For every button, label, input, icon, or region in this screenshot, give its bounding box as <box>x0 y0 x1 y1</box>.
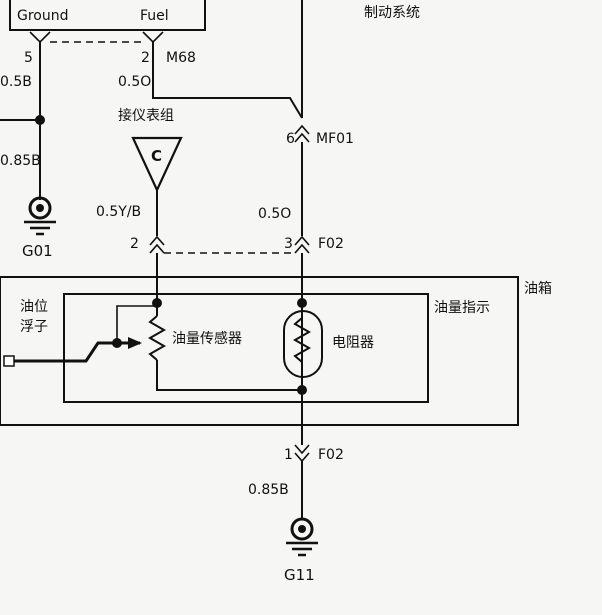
top-connector-block: Ground Fuel <box>9 0 206 31</box>
pin-number-2-f02: 2 <box>130 236 139 252</box>
pin-number-6: 6 <box>286 131 295 147</box>
brake-system-label: 制动系统 <box>364 5 420 21</box>
resistor-label: 电阻器 <box>332 335 374 351</box>
left-ground-branch: 0.5B 0.85B G01 <box>0 42 56 260</box>
fuel-level-sensor: 油量传感器 <box>147 253 302 391</box>
resistor-body-icon <box>283 310 323 378</box>
connector-id-mf01: MF01 <box>316 131 354 147</box>
brake-system-wire: 制动系统 <box>301 0 420 118</box>
wire-spec-fuel-top: 0.5O <box>118 74 151 90</box>
fuel-indicator-box: 油量指示 <box>63 293 490 403</box>
ground-label-g01: G01 <box>22 242 53 260</box>
connector-id-f02-upper: F02 <box>318 236 344 252</box>
connector-f02-upper: 2 3 F02 <box>130 235 344 254</box>
fuel-signal-wire: 0.5O <box>118 42 303 119</box>
cluster-ref-letter: C <box>151 147 162 165</box>
fuel-tank-box: 油箱 <box>0 276 552 426</box>
wire-spec-right-mid: 0.5O <box>258 206 291 222</box>
connector-mf01: 6 MF01 0.5O <box>258 124 354 236</box>
junction-dot <box>35 115 45 125</box>
ground-label-g11: G11 <box>284 566 315 584</box>
wire-spec-bottom: 0.85B <box>248 482 289 498</box>
wire-spec-left-bottom: 0.85B <box>0 153 41 169</box>
pin-number-2: 2 <box>141 50 150 66</box>
float-body-icon <box>3 355 15 367</box>
wiper-arrow-icon <box>128 337 142 349</box>
pin-number-3-f02: 3 <box>284 236 293 252</box>
wire-spec-left-top: 0.5B <box>0 74 32 90</box>
fuel-tank-label: 油箱 <box>524 281 552 297</box>
ground-g11: G11 <box>284 517 318 584</box>
pin-number-1-f02: 1 <box>284 447 293 463</box>
pin-number-5: 5 <box>24 50 33 66</box>
instrument-cluster-ref: 接仪表组 C 0.5Y/B <box>96 107 183 236</box>
ground-g01-icon <box>24 196 56 236</box>
float-assembly: 油位 浮子 <box>3 299 157 367</box>
ground-g11-icon <box>286 517 318 557</box>
pin-label-ground: Ground <box>17 8 69 24</box>
resistor-component: 电阻器 <box>283 253 374 425</box>
sensor-resistor-icon <box>147 315 167 361</box>
fuel-indicator-label: 油量指示 <box>434 300 490 316</box>
connector-m68: 5 2 M68 <box>24 31 196 66</box>
connector-f02-lower: 1 F02 0.85B <box>248 425 344 520</box>
pin-label-fuel: Fuel <box>140 8 169 24</box>
connector-id-m68: M68 <box>166 50 196 66</box>
float-label-line2: 浮子 <box>20 319 48 335</box>
float-label-line1: 油位 <box>20 299 48 315</box>
connector-id-f02-lower: F02 <box>318 447 344 463</box>
wire-spec-fuel-mid: 0.5Y/B <box>96 204 141 220</box>
cluster-triangle-icon <box>131 136 183 193</box>
instrument-cluster-label: 接仪表组 <box>118 107 174 124</box>
sensor-label: 油量传感器 <box>172 330 242 347</box>
